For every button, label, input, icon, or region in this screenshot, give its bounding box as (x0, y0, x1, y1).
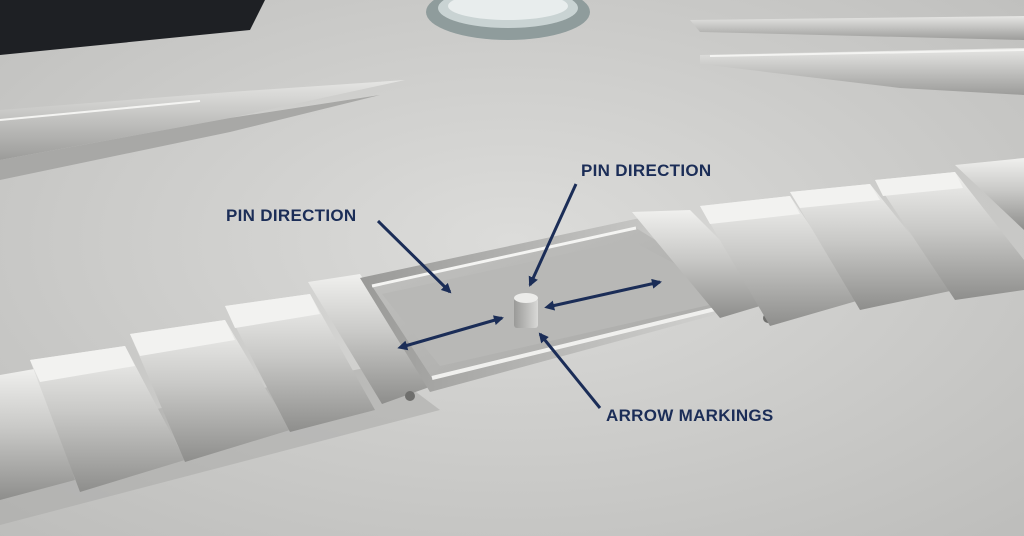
annotation-arrows (376, 183, 662, 409)
double-arrow-left (397, 315, 504, 351)
label-pin-direction-top: PIN DIRECTION (581, 161, 712, 180)
arrow-pin-direction-top (528, 183, 578, 287)
arrow-markings-pointer (538, 332, 602, 409)
tweezers-left (0, 80, 405, 180)
dark-case-corner (0, 0, 265, 55)
double-arrow-right (544, 278, 662, 311)
label-arrow-markings: ARROW MARKINGS (606, 406, 774, 425)
bracelet-left-links (0, 274, 440, 525)
watch-crystal (426, 0, 590, 40)
clasp-pin (514, 293, 538, 328)
tweezers-right (690, 16, 1024, 95)
label-pin-direction-left: PIN DIRECTION (226, 206, 357, 225)
arrow-pin-direction-left (376, 219, 452, 294)
bracelet-right-links (700, 158, 1024, 326)
